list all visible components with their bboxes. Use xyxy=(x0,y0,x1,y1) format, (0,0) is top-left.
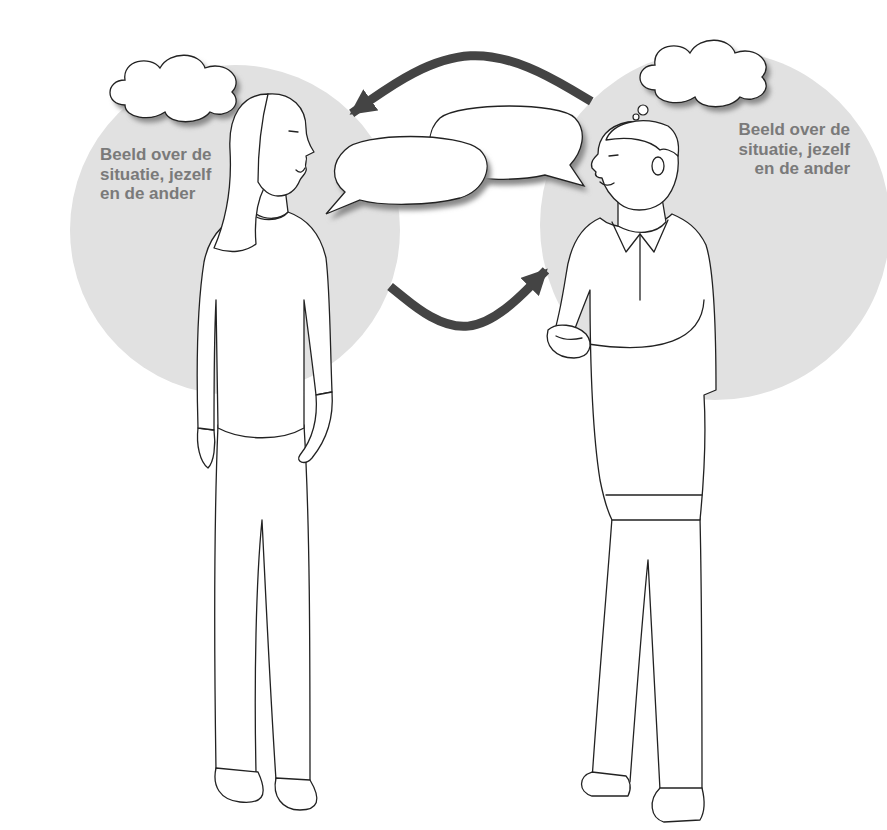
eye xyxy=(289,131,298,132)
head xyxy=(591,121,678,210)
bubble xyxy=(326,137,487,215)
cloud-dot xyxy=(638,105,648,115)
mouth xyxy=(296,168,305,172)
thought-cloud xyxy=(110,55,252,130)
hair xyxy=(606,121,679,156)
eye xyxy=(609,155,618,156)
hand xyxy=(299,392,333,462)
node-label: Beeld over de situatie, jezelf en de and… xyxy=(725,120,850,179)
cloud xyxy=(640,40,766,107)
face xyxy=(258,94,314,196)
speech-bubble xyxy=(326,137,491,221)
fingers xyxy=(556,336,582,339)
shoe xyxy=(582,772,631,796)
sweater xyxy=(552,214,716,520)
foot xyxy=(275,778,317,810)
woman-figure xyxy=(197,94,332,810)
hand xyxy=(197,428,214,468)
waistband xyxy=(606,494,702,495)
ear xyxy=(652,157,664,175)
zipper xyxy=(639,234,640,300)
man-figure xyxy=(547,121,716,822)
foot xyxy=(215,768,263,802)
node-label: Beeld over de situatie, jezelf en de and… xyxy=(100,145,212,204)
cloud xyxy=(110,55,236,122)
mouth xyxy=(600,182,614,185)
trousers xyxy=(215,425,310,788)
hands xyxy=(547,325,590,358)
thought-cloud xyxy=(640,40,770,112)
curved-arrow xyxy=(390,270,546,326)
curved-arrow xyxy=(352,56,592,114)
trousers xyxy=(592,518,702,796)
cloud-dot xyxy=(633,114,639,120)
shoe xyxy=(652,788,704,822)
arm xyxy=(588,300,704,347)
